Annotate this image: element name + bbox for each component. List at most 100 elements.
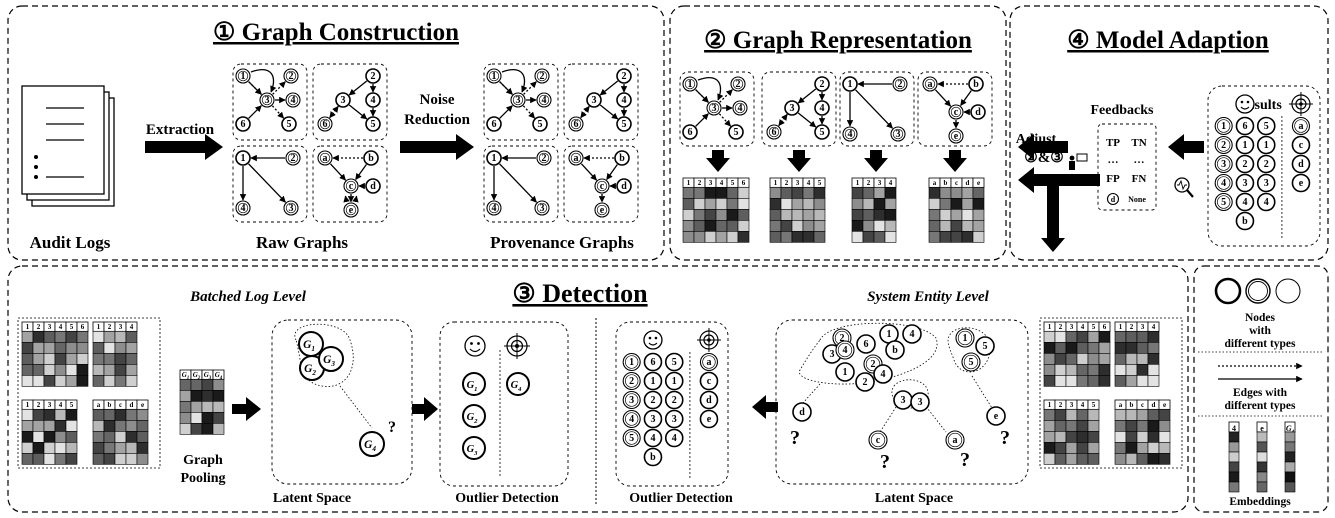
- matrix-cell: [1087, 331, 1100, 343]
- graph-node-label: d: [975, 107, 981, 118]
- matrix-cell: [179, 423, 192, 435]
- down-arrow-icon: [706, 150, 730, 172]
- matrix-header: a: [933, 179, 937, 187]
- matrix-cell: [1114, 420, 1127, 432]
- graph-node-label: 2: [622, 71, 627, 82]
- matrix-header: c: [119, 401, 122, 409]
- graph-node-label: a: [574, 153, 579, 164]
- matrix-header: 4: [807, 179, 811, 187]
- graph-node-label: e: [954, 131, 959, 142]
- matrix-header: 2: [1059, 323, 1063, 331]
- cluster-link-3: [879, 403, 899, 433]
- matrix-cell: [125, 342, 138, 354]
- matrix-cell: [1147, 420, 1160, 432]
- graph-node-label: c: [954, 107, 959, 118]
- matrix-cell: [103, 364, 116, 376]
- legend-edges-line-2: different types: [1224, 400, 1296, 412]
- matrix-cell: [1087, 364, 1100, 376]
- graph-node-label: a: [928, 79, 933, 90]
- graph-edge: [348, 80, 368, 96]
- matrix-header: 4: [720, 179, 724, 187]
- matrix-cell: [1054, 442, 1067, 454]
- matrix-cell: [972, 209, 985, 221]
- graph-node-label: 2: [863, 377, 868, 388]
- panel-legend: [1193, 265, 1329, 513]
- matrix-cell: [21, 409, 34, 421]
- matrix-cell: [1114, 342, 1127, 354]
- graph-edge: [499, 105, 513, 119]
- label-noise: Noise: [420, 92, 455, 108]
- matrix-header: d: [966, 179, 970, 187]
- graph-node-label: b: [368, 153, 374, 164]
- graph-node: [616, 92, 632, 108]
- matrix-cell: [1043, 409, 1056, 421]
- matrix-cell: [212, 379, 225, 391]
- matrix-cell: [1098, 331, 1111, 343]
- matrix-cell: [693, 187, 706, 199]
- matrix-cell: [1065, 431, 1078, 443]
- graph-node-label: 3: [1221, 159, 1226, 170]
- matrix-cell: [1114, 409, 1127, 421]
- title-model-adaption: ④ Model Adaption: [1067, 27, 1269, 54]
- graph-edge: [343, 195, 350, 203]
- graph-node-label: 5: [629, 433, 634, 444]
- matrix-cell: [1043, 420, 1056, 432]
- graph-node-label: a: [953, 435, 958, 446]
- graph-node: [664, 352, 684, 372]
- graph-node-label: 4: [371, 95, 376, 106]
- matrix-cell: [103, 342, 116, 354]
- matrix-cell: [737, 231, 750, 243]
- matrix-cell: [682, 187, 695, 199]
- matrix-cell: [92, 420, 105, 432]
- graph-edge: [855, 89, 893, 129]
- matrix-cell: [1147, 453, 1160, 465]
- matrix-cell: [813, 187, 826, 199]
- matrix-cell: [961, 187, 974, 199]
- matrix-cell: [1125, 420, 1138, 432]
- matrix-cell: [972, 231, 985, 243]
- matrix-cell: [862, 198, 875, 210]
- legend-nodes-line-2: with: [1249, 325, 1271, 337]
- graph-node: [1291, 173, 1311, 193]
- matrix-cell: [1098, 364, 1111, 376]
- magnifier-icon: [1174, 177, 1194, 198]
- matrix-cell: [54, 409, 67, 421]
- graph-node: [486, 116, 502, 132]
- matrix-header: 6: [1103, 323, 1107, 331]
- matrix-cell: [1147, 331, 1160, 343]
- graph-node-label: 3: [790, 103, 795, 114]
- label-pooling: Pooling: [180, 471, 225, 486]
- graph-edge: [522, 105, 536, 119]
- graph-edge: [599, 80, 619, 96]
- matrix-cell: [114, 353, 127, 365]
- graph-node-label: 4: [843, 345, 848, 356]
- matrix-cell: [769, 198, 782, 210]
- matrix-cell: [726, 220, 739, 232]
- matrix-cell: [715, 209, 728, 221]
- matrix-cell: [1147, 431, 1160, 443]
- graph-node-label: d: [799, 407, 805, 418]
- matrix-cell: [851, 209, 864, 221]
- matrix-cell: [32, 431, 45, 443]
- graph-node-label: 4: [629, 414, 634, 425]
- graph-node: [1256, 116, 1276, 136]
- graph-node-label: 1: [1221, 121, 1226, 132]
- graph-node-label: 6: [492, 119, 497, 130]
- matrix-cell: [76, 342, 89, 354]
- entity-embedding-node: [885, 340, 905, 360]
- matrix-cell: [1147, 442, 1160, 454]
- label-dots-1: …: [1108, 154, 1119, 166]
- down-arrow-icon: [943, 150, 967, 172]
- matrix-cell: [54, 431, 67, 443]
- graph-node: [814, 100, 830, 116]
- matrix-cell: [1076, 409, 1089, 421]
- matrix-cell: [939, 220, 952, 232]
- matrix-cell: [726, 209, 739, 221]
- matrix-cell: [682, 209, 695, 221]
- matrix-cell: [54, 342, 67, 354]
